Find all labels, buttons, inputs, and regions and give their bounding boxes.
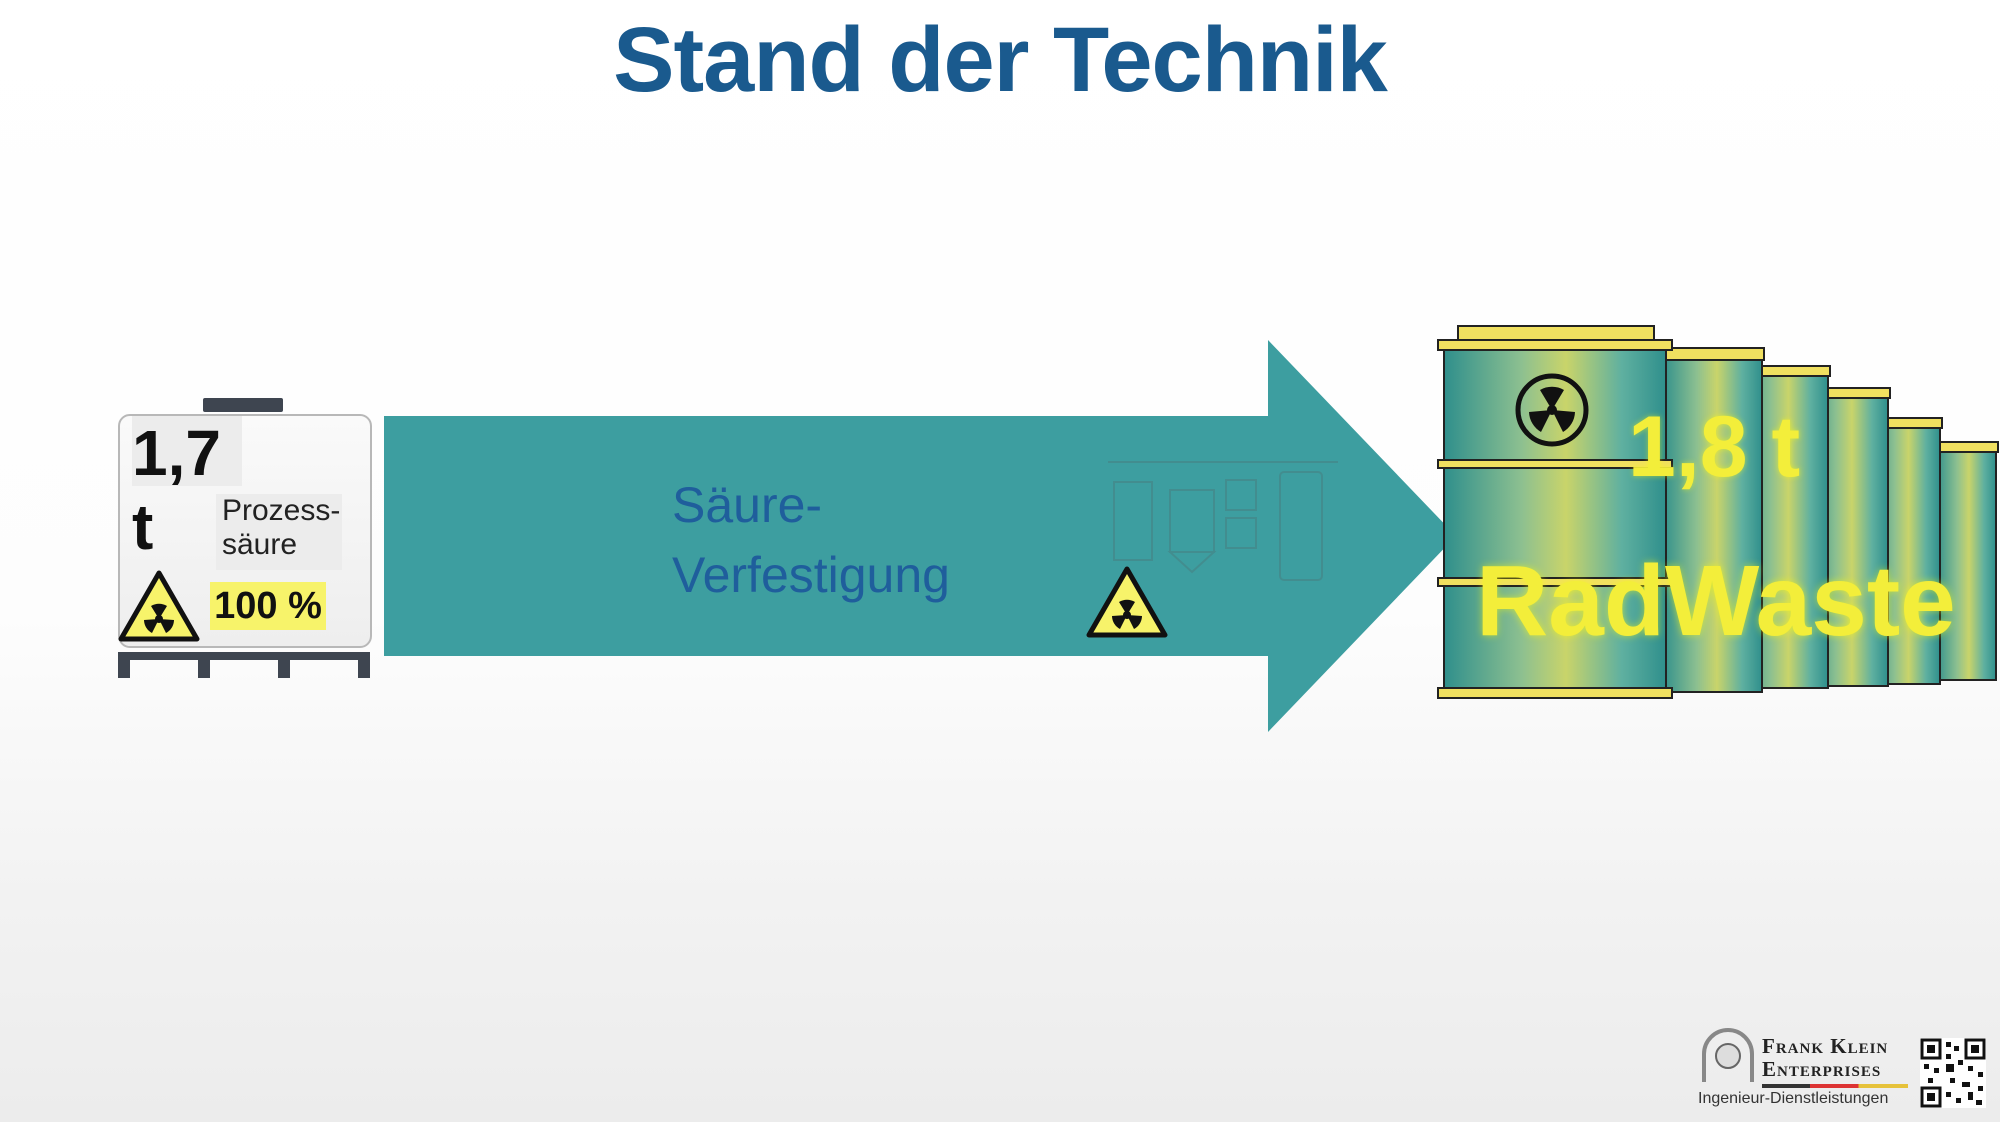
container-percentage: 100 % (210, 582, 326, 630)
process-arrow (384, 340, 1456, 732)
company-tagline: Ingenieur-Dienstleistungen (1698, 1090, 1889, 1107)
process-diagram-thumbnail (1108, 461, 1338, 581)
radwaste-label: RadWaste (1476, 545, 1956, 657)
arch-logo-icon (1702, 1028, 1754, 1082)
radiation-icon (1515, 373, 1589, 447)
company-name-line1: Frank Klein (1762, 1034, 1889, 1058)
barrel (1659, 347, 1765, 693)
process-label-line1: Säure- (672, 477, 823, 533)
process-label-line2: Verfestigung (672, 547, 950, 603)
radwaste-barrels (1437, 325, 1999, 699)
container-label: Prozess- säure (216, 494, 342, 570)
company-name-line2: Enterprises (1762, 1057, 1882, 1081)
radiation-warning-icon (1086, 566, 1168, 638)
company-logo: Frank Klein Enterprises Ingenieur-Dienst… (1696, 1024, 1910, 1112)
radwaste-amount: 1,8 t (1628, 399, 1801, 495)
container-pallet (118, 652, 370, 678)
slide-title: Stand der Technik (613, 9, 1388, 111)
barrel (1933, 441, 1999, 681)
container-cap (203, 398, 283, 412)
container-amount: 1,7 t (132, 416, 242, 563)
qr-code-icon (1920, 1038, 1986, 1108)
logo-color-bar (1762, 1084, 1908, 1088)
container-label-text: Prozess- säure (222, 494, 341, 561)
process-label: Säure- Verfestigung (672, 470, 950, 610)
radiation-warning-icon (118, 570, 200, 642)
acid-container: 1,7 t Prozess- säure 100 % (118, 398, 372, 682)
